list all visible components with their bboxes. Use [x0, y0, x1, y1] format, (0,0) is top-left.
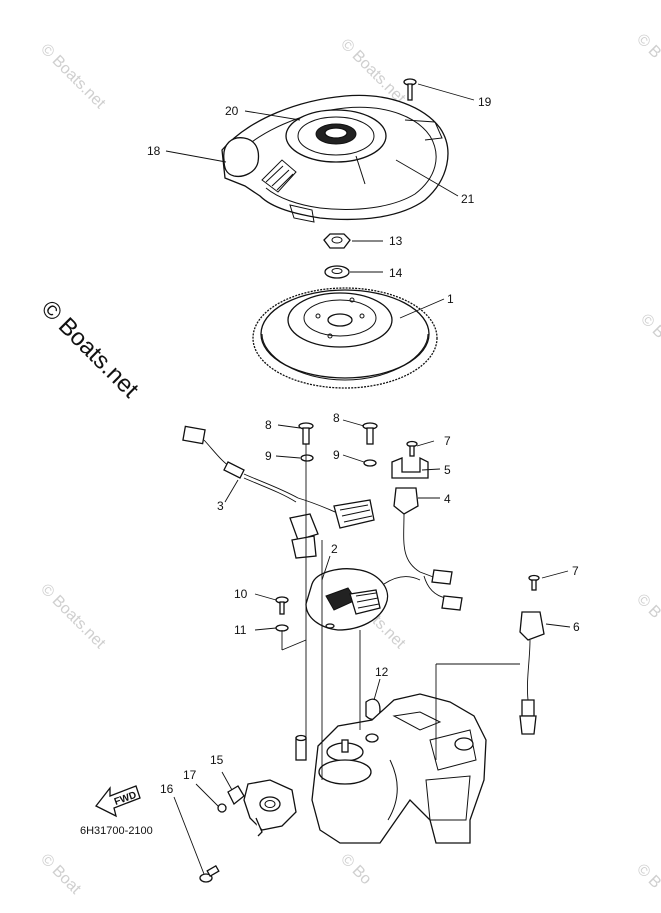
washer-9-right: [363, 459, 377, 467]
bolt-10: [275, 596, 289, 615]
callout-9-right: 9: [333, 448, 340, 462]
callout-18: 18: [147, 144, 161, 158]
callout-13: 13: [389, 234, 403, 248]
stator-plate-2: [305, 568, 421, 631]
watermark-text: © B: [633, 31, 661, 62]
flywheel-cover: [221, 94, 449, 223]
diagram-code: 6H31700-2100: [80, 825, 153, 837]
fwd-label: FWD: [113, 790, 138, 808]
fwd-arrow-icon: FWD: [95, 785, 141, 818]
washer-17: [217, 803, 227, 813]
watermark-text: © B: [633, 861, 661, 892]
watermark-text: © B: [637, 311, 661, 342]
watermark-text: © Boats.net: [37, 41, 109, 113]
bolt-8-left: [298, 422, 314, 445]
bolt-16: [199, 865, 220, 883]
callout-9-left: 9: [265, 449, 272, 463]
callout-16: 16: [160, 782, 174, 796]
callout-5: 5: [444, 463, 451, 477]
callout-7-upper: 7: [444, 434, 451, 448]
callout-15: 15: [210, 753, 224, 767]
callout-3: 3: [217, 499, 224, 513]
callout-21: 21: [461, 192, 475, 206]
callout-1: 1: [447, 292, 454, 306]
washer-14: [324, 265, 350, 279]
nut-13: [323, 233, 351, 249]
callout-19: 19: [478, 95, 492, 109]
watermark-main: © Boats.net: [36, 295, 144, 403]
bracket-assembly: [243, 779, 297, 837]
callout-6: 6: [573, 620, 580, 634]
screw-7-upper: [406, 440, 418, 457]
screw-19: [403, 78, 417, 101]
pin-12: [365, 698, 381, 721]
callout-4: 4: [444, 492, 451, 506]
washer-9-left: [300, 454, 314, 462]
callout-2: 2: [331, 542, 338, 556]
callout-labels: 20 18 19 21 13 14 1 8 8 9 9 3 7 5 4 2 10…: [147, 95, 580, 796]
clamp-5: [391, 456, 429, 479]
sensor-6: [519, 611, 545, 735]
callout-17: 17: [183, 768, 197, 782]
callout-8-right: 8: [333, 411, 340, 425]
watermark-text: © Bo: [337, 851, 374, 888]
screw-7-right: [528, 574, 540, 591]
callout-7-right: 7: [572, 564, 579, 578]
harness-3: [182, 425, 375, 559]
watermark-text: © Boat: [37, 851, 84, 898]
sensor-4: [393, 487, 463, 611]
callout-20: 20: [225, 104, 239, 118]
callout-8-left: 8: [265, 418, 272, 432]
callout-11: 11: [234, 623, 247, 637]
bolt-8-right: [362, 422, 378, 445]
callout-10: 10: [234, 587, 248, 601]
flywheel-1: [252, 287, 438, 389]
callout-14: 14: [389, 266, 403, 280]
watermark-text: © Boats.net: [37, 581, 109, 653]
leader-lines: [165, 83, 571, 875]
watermark-text: © B: [633, 591, 661, 622]
clip-15: [227, 785, 245, 806]
engine-block: [295, 693, 487, 844]
callout-12: 12: [375, 665, 389, 679]
